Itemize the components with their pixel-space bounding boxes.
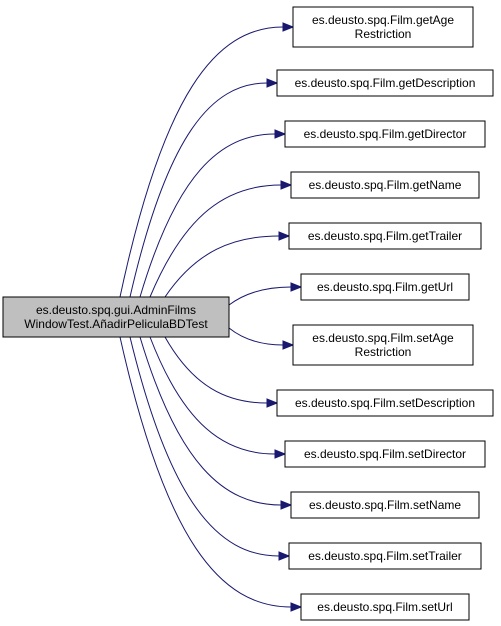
edge-line xyxy=(139,336,282,506)
source-node-box xyxy=(2,296,230,338)
source-node-label: WindowTest.AñadirPeliculaBDTest xyxy=(24,317,208,331)
arrowhead-icon xyxy=(278,551,291,561)
source-node: es.deusto.spq.gui.AdminFilmsWindowTest.A… xyxy=(2,296,230,338)
edge-arrow xyxy=(228,282,303,306)
target-node-box xyxy=(276,389,494,417)
target-node-box xyxy=(290,491,480,519)
edge-line xyxy=(129,82,268,298)
target-node: es.deusto.spq.Film.getName xyxy=(290,171,480,199)
target-node-label: es.deusto.spq.Film.setName xyxy=(309,498,461,512)
target-node-label: es.deusto.spq.Film.setTrailer xyxy=(308,549,462,563)
edge-arrow xyxy=(164,336,279,408)
edge-arrow xyxy=(149,180,293,298)
target-node-label: es.deusto.spq.Film.setAge xyxy=(312,331,454,345)
target-node-label: es.deusto.spq.Film.setUrl xyxy=(317,600,452,614)
arrowhead-icon xyxy=(290,282,303,292)
target-node: es.deusto.spq.Film.getDirector xyxy=(284,120,486,148)
edge-line xyxy=(228,286,292,306)
target-node-box xyxy=(288,222,482,250)
edge-arrow xyxy=(129,336,291,561)
arrowhead-icon xyxy=(290,602,303,612)
target-node-box xyxy=(284,440,486,468)
target-node-label: es.deusto.spq.Film.getDirector xyxy=(304,127,467,141)
edge-arrow xyxy=(149,336,287,459)
edges xyxy=(119,22,303,612)
nodes: es.deusto.spq.gui.AdminFilmsWindowTest.A… xyxy=(2,6,494,621)
target-node-box xyxy=(300,593,470,621)
arrowhead-icon xyxy=(274,129,287,139)
arrowhead-icon xyxy=(274,449,287,459)
target-node: es.deusto.spq.Film.setDirector xyxy=(284,440,486,468)
target-node-label: es.deusto.spq.Film.getUrl xyxy=(317,280,453,294)
target-node-box xyxy=(300,273,470,301)
target-node: es.deusto.spq.Film.getTrailer xyxy=(288,222,482,250)
target-node: es.deusto.spq.Film.getUrl xyxy=(300,273,470,301)
edge-line xyxy=(119,336,292,608)
edge-line xyxy=(228,327,284,346)
target-node-label: es.deusto.spq.Film.getAge xyxy=(312,13,454,27)
source-node-label: es.deusto.spq.gui.AdminFilms xyxy=(36,303,196,317)
target-node-box xyxy=(292,324,474,366)
edge-line xyxy=(139,133,276,298)
edge-line xyxy=(164,336,268,404)
target-node-label: Restriction xyxy=(355,345,412,359)
edge-line xyxy=(129,336,280,557)
arrowhead-icon xyxy=(282,22,295,32)
target-node-label: es.deusto.spq.Film.setDirector xyxy=(304,447,466,461)
target-node: es.deusto.spq.Film.setUrl xyxy=(300,593,470,621)
target-node: es.deusto.spq.Film.setName xyxy=(290,491,480,519)
arrowhead-icon xyxy=(280,180,293,190)
target-node-box xyxy=(284,120,486,148)
edge-arrow xyxy=(139,336,293,510)
edge-arrow xyxy=(139,129,287,298)
edge-arrow xyxy=(119,336,303,612)
target-node-box xyxy=(276,69,494,97)
edge-arrow xyxy=(228,327,295,350)
target-node-box xyxy=(292,6,474,48)
target-node-label: es.deusto.spq.Film.getDescription xyxy=(295,76,476,90)
target-node-label: Restriction xyxy=(355,27,412,41)
target-node: es.deusto.spq.Film.getDescription xyxy=(276,69,494,97)
edge-arrow xyxy=(119,22,295,298)
target-node: es.deusto.spq.Film.setTrailer xyxy=(288,542,482,570)
target-node-box xyxy=(288,542,482,570)
target-node-label: es.deusto.spq.Film.setDescription xyxy=(295,396,475,410)
edge-line xyxy=(164,235,280,298)
arrowhead-icon xyxy=(282,340,295,350)
arrowhead-icon xyxy=(278,231,291,241)
edge-line xyxy=(119,26,284,298)
edge-line xyxy=(149,184,282,298)
edge-arrow xyxy=(164,231,291,298)
target-node-label: es.deusto.spq.Film.getName xyxy=(309,178,462,192)
target-node: es.deusto.spq.Film.setDescription xyxy=(276,389,494,417)
target-node-label: es.deusto.spq.Film.getTrailer xyxy=(308,229,462,243)
arrowhead-icon xyxy=(266,398,279,408)
target-node-box xyxy=(290,171,480,199)
edge-arrow xyxy=(129,78,279,298)
arrowhead-icon xyxy=(280,500,293,510)
arrowhead-icon xyxy=(266,78,279,88)
edge-line xyxy=(149,336,276,455)
